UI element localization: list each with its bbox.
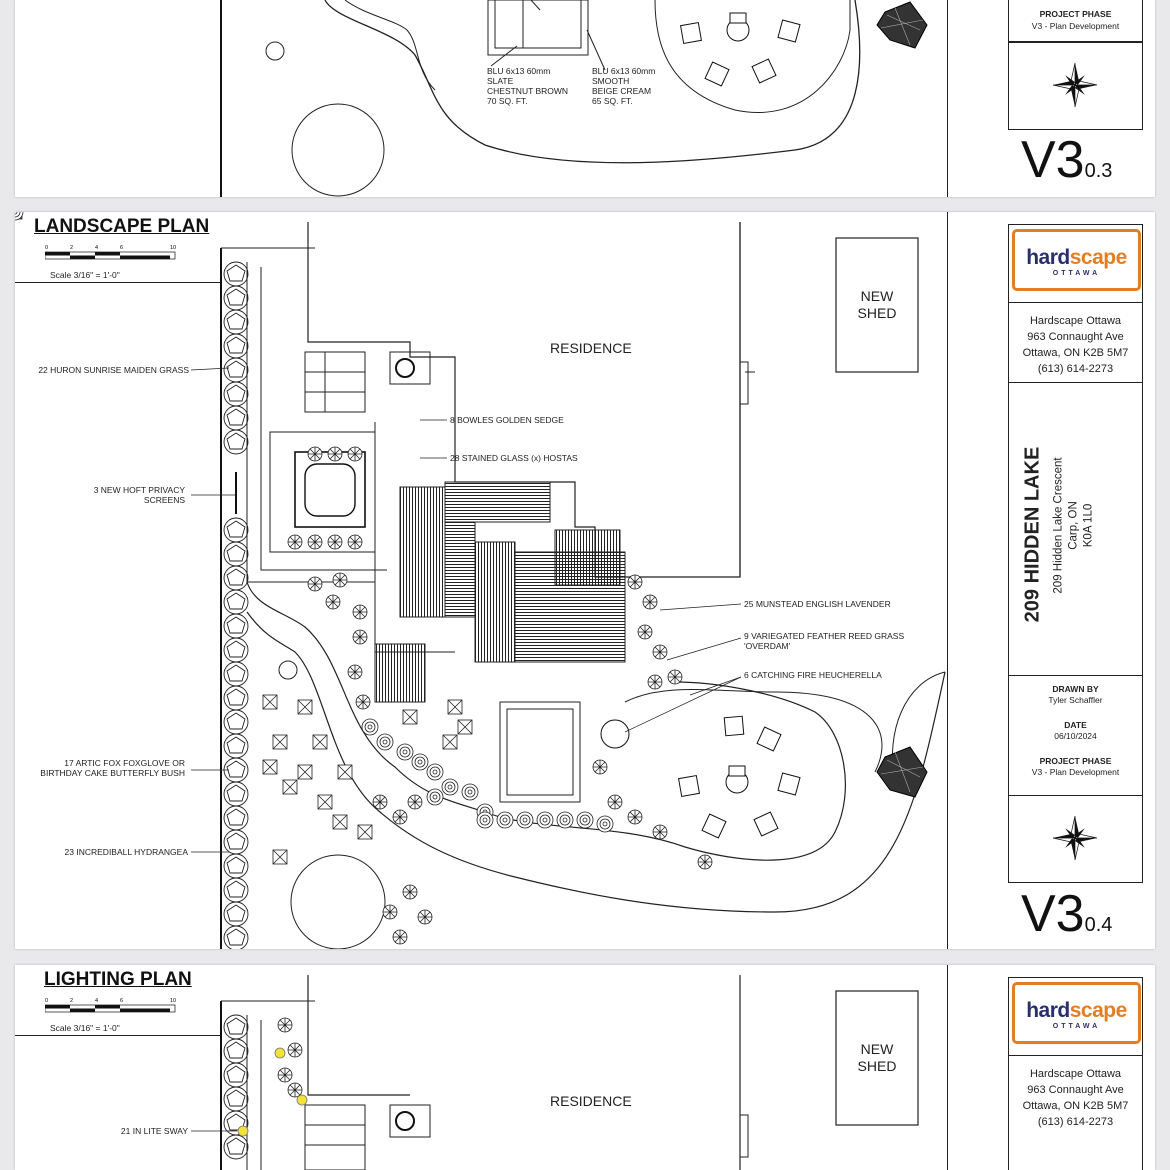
title-block: hardscape OTTAWA Hardscape Ottawa 963 Co… [947,212,1155,949]
svg-text:2: 2 [70,998,73,1004]
project-title: 209 HIDDEN LAKE [1021,446,1044,623]
boulder-icon [876,746,928,798]
north-arrow-box [1008,795,1143,883]
chair-icons [600,715,801,839]
plan-title: LIGHTING PLAN [44,969,192,990]
company-logo: hardscape OTTAWA [1012,982,1141,1044]
version-number: V30.3 [1021,131,1113,189]
title-block: hardscape OTTAWA Hardscape Ottawa 963 Co… [947,965,1155,1170]
site-plan-drawing [220,0,928,197]
svg-text:6: 6 [120,998,123,1004]
scale-bar: 0 2 4 6 10 [45,998,176,1013]
label-lavender: 25 MUNSTEAD ENGLISH LAVENDER [744,599,891,609]
light-fixture-icons [237,1047,308,1137]
title-block: PROJECT PHASE V3 - Plan Development V30.… [947,0,1155,197]
company-info-box: Hardscape Ottawa 963 Connaught Ave Ottaw… [1008,302,1143,384]
company-name: Hardscape Ottawa [1029,315,1122,327]
company-info-box: Hardscape Ottawa 963 Connaught Ave Ottaw… [1008,1055,1143,1170]
svg-text:0: 0 [45,998,48,1004]
residence-label: RESIDENCE [550,340,632,356]
label-golden-sedge: 8 BOWLES GOLDEN SEDGE [450,415,564,425]
chair-icons [679,12,801,87]
svg-text:10: 10 [170,998,176,1004]
drawn-by: Tyler Schaffler [1048,695,1103,705]
phase-label: PROJECT PHASE [1039,9,1112,19]
company-street: 963 Connaught Ave [1027,331,1124,343]
label-maiden-grass: 22 HURON SUNRISE MAIDEN GRASS [38,365,189,375]
date-label: DATE [1064,720,1087,730]
svg-text:4: 4 [95,245,98,251]
label-feather-reed: 9 VARIEGATED FEATHER REED GRASS'OVERDAM' [744,631,905,651]
project-box: 209 HIDDEN LAKE 209 Hidden Lake Crescent… [1008,382,1143,677]
svg-text:4: 4 [95,998,98,1004]
label-hostas: 28 STAINED GLASS (x) HOSTAS [450,453,578,463]
version-number: V30.4 [1021,885,1113,943]
drawn-by-label: DRAWN BY [1052,684,1099,694]
label-hydrangea: 23 INCREDIBALL HYDRANGEA [64,847,188,857]
phase-value: V3 - Plan Development [1031,767,1120,777]
landscape-plan-drawing [15,212,946,949]
label-heucherella: 6 CATCHING FIRE HEUCHERELLA [744,670,882,680]
north-arrow-box [1008,42,1143,130]
plan-title: LANDSCAPE PLAN [34,216,210,237]
hydrangea-symbols [15,212,614,833]
phase-box: PROJECT PHASE V3 - Plan Development [1008,0,1143,42]
svg-text:0: 0 [45,245,48,251]
company-city: Ottawa, ON K2B 5M7 [1022,347,1129,359]
company-street: 963 Connaught Ave [1027,1084,1124,1096]
label-in-lite-sway: 21 IN LITE SWAY [120,1126,188,1136]
sheet-landscape-plan: LANDSCAPE PLAN 0 2 4 6 10 Scale 3/16" = … [15,212,1155,949]
north-arrow-icon [1052,62,1098,108]
divider [15,1035,221,1036]
company-phone: (613) 614-2273 [1037,1116,1114,1128]
phase-label: PROJECT PHASE [1039,756,1112,766]
lighting-plan-drawing [191,975,919,1170]
svg-text:6: 6 [120,245,123,251]
phase-value: V3 - Plan Development [1031,21,1120,31]
divider [15,282,221,283]
scale-bar: 0 2 4 6 10 [45,245,176,260]
company-phone: (613) 614-2273 [1037,363,1114,375]
drawing-info-box: DRAWN BY Tyler Schaffler DATE 06/10/2024… [1008,675,1143,797]
north-arrow-icon [1052,815,1098,861]
logo-box: hardscape OTTAWA [1008,224,1143,304]
maiden-grass-column [223,261,249,949]
company-logo: hardscape OTTAWA [1012,229,1141,291]
scale-text: Scale 3/16" = 1'-0" [50,270,120,280]
logo-box: hardscape OTTAWA [1008,977,1143,1057]
company-city: Ottawa, ON K2B 5M7 [1022,1100,1129,1112]
svg-text:10: 10 [170,245,176,251]
date-value: 06/10/2024 [1054,731,1097,741]
sheet-lighting-plan: LIGHTING PLAN 0 2 4 6 10 Scale 3/16" = 1… [15,965,1155,1170]
company-name: Hardscape Ottawa [1029,1068,1122,1080]
boulder-icon [876,1,928,49]
residence-label: RESIDENCE [550,1093,632,1109]
scale-text: Scale 3/16" = 1'-0" [50,1023,120,1033]
svg-text:2: 2 [70,245,73,251]
